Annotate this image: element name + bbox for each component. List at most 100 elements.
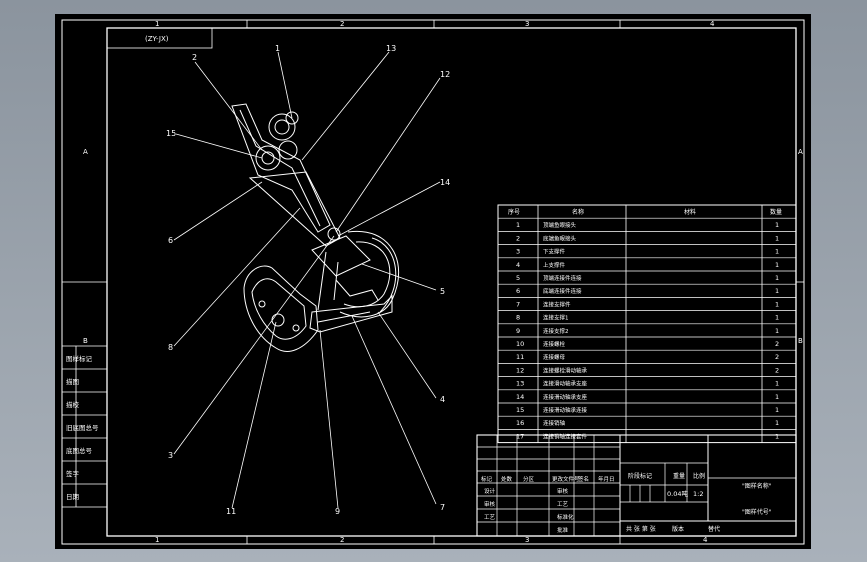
role-label: 工艺	[484, 514, 496, 521]
mid-roller	[255, 145, 281, 171]
weight-label: 重量	[673, 472, 685, 480]
top-roller	[268, 113, 296, 141]
scale-value: 1:2	[693, 490, 703, 498]
bom-row-no: 5	[516, 274, 520, 282]
bom-row-name: 底端连接件连接	[543, 287, 582, 295]
bom-row-name: 连接螺栓	[543, 340, 566, 348]
callout-12: 12	[440, 70, 450, 79]
leader-lines	[173, 51, 441, 509]
callout-1: 1	[275, 44, 280, 53]
bom-row-name: 连接支撑2	[543, 327, 569, 335]
callout-13: 13	[386, 44, 396, 53]
left-strip-label: 图样标记	[66, 354, 93, 363]
role-label: 设计	[484, 487, 496, 495]
bom-row-no: 10	[516, 340, 524, 348]
rev-header: 标记	[481, 475, 493, 483]
callout-11: 11	[226, 507, 236, 516]
row-label-a: A	[83, 148, 88, 156]
bom-row-no: 7	[516, 300, 520, 308]
col-label-2-bottom: 2	[340, 536, 344, 544]
curved-guide	[339, 230, 400, 318]
bom-row-no: 11	[516, 353, 524, 361]
left-strip-label: 描校	[66, 400, 80, 409]
bom-row-name: 连接销轴连接套件	[543, 432, 588, 440]
bom-row-qty: 1	[775, 419, 779, 427]
col-label-3: 3	[525, 20, 529, 28]
left-strip-label: 旧底图总号	[66, 423, 99, 432]
callout-5: 5	[440, 287, 445, 296]
left-strip-label: 日期	[66, 493, 80, 501]
sheet-background	[55, 14, 811, 549]
title-block: 标记处数分区更改文件号签名年月日设计审核审核工艺工艺标准化批准阶段标记重量比例0…	[476, 434, 797, 537]
bom-header: 序号	[508, 208, 520, 216]
bom-row-no: 8	[516, 314, 520, 322]
bom-row-qty: 1	[775, 327, 779, 335]
scale-label: 比例	[693, 472, 705, 480]
left-strip-label: 描图	[66, 377, 79, 386]
bom-row-name: 连接螺母	[543, 353, 566, 361]
rev-header: 更改文件号	[552, 475, 580, 483]
bom-row-no: 6	[516, 287, 520, 295]
bom-row-no: 2	[516, 234, 520, 242]
joint-block	[311, 235, 371, 277]
callout-labels: 1 2 3 4 5 6 7 8 9 11 12 13 14 15	[166, 44, 450, 516]
bom-row-qty: 1	[775, 248, 779, 256]
bom-header: 名称	[572, 208, 584, 216]
bom-row-qty: 1	[775, 300, 779, 308]
left-strip-label: 签字	[66, 469, 80, 478]
role-label-right: 审核	[557, 487, 569, 495]
bom-row-qty: 1	[775, 274, 779, 282]
slot-plate	[309, 294, 393, 333]
bom-row-name: 连接支撑件	[543, 300, 571, 308]
col-label-4: 4	[710, 20, 715, 28]
bom-row-qty: 1	[775, 314, 779, 322]
bom-row-no: 14	[516, 393, 524, 401]
drawing-number: "图样代号"	[742, 508, 772, 516]
bom-row-qty: 1	[775, 406, 779, 414]
bom-row-qty: 1	[775, 221, 779, 229]
bom-row-qty: 2	[775, 340, 779, 348]
role-label: 审核	[484, 500, 496, 508]
bom-row-qty: 1	[775, 432, 779, 440]
bom-row-name: 连接滑动轴承支座	[543, 380, 588, 388]
bom-row-qty: 2	[775, 353, 779, 361]
bom-header: 材料	[684, 208, 696, 216]
weight-value: 0.04吨	[667, 489, 688, 498]
callout-4: 4	[440, 395, 445, 404]
role-label-right: 标准化	[557, 513, 574, 521]
bom-row-qty: 1	[775, 261, 779, 269]
callout-7: 7	[440, 503, 445, 512]
col-label-2: 2	[340, 20, 344, 28]
bom-row-qty: 2	[775, 366, 779, 374]
bom-row-name: 顶端鱼眼接头	[543, 221, 577, 229]
bom-row-no: 1	[516, 221, 520, 229]
zone-ticks	[62, 20, 804, 544]
bom-row-no: 15	[516, 406, 524, 414]
assembly-view	[231, 103, 400, 352]
joint-pin	[327, 227, 341, 241]
bom-row-name: 顶端连接件连接	[543, 274, 582, 282]
bom-row-name: 连接销轴	[543, 419, 566, 427]
sheet-count: 共 张 第 张	[626, 525, 656, 533]
bom-header: 数量	[770, 208, 782, 216]
bom-row-no: 9	[516, 327, 520, 335]
bom-row-name: 底端鱼眼接头	[543, 234, 577, 242]
bom-row-no: 16	[516, 419, 524, 427]
title-tag: (ZY-JX)	[145, 35, 169, 43]
bom-row-name: 连接滑动轴承连接	[543, 406, 588, 414]
col-label-1: 1	[155, 20, 159, 28]
bom-row-name: 连接滑动轴承支座	[543, 393, 588, 401]
rev-header: 年月日	[598, 475, 615, 483]
version-label: 版本	[672, 525, 684, 533]
bom-row-name: 下支撑件	[543, 248, 566, 256]
replace-label: 替代	[708, 525, 720, 533]
bom-row-name: 连接螺栓滑动轴承	[543, 366, 588, 374]
bom-row-no: 3	[516, 248, 520, 256]
callout-9: 9	[335, 507, 340, 516]
role-label-right: 批准	[557, 526, 569, 534]
callout-6: 6	[168, 236, 173, 245]
row-label-a-right: A	[798, 148, 803, 156]
